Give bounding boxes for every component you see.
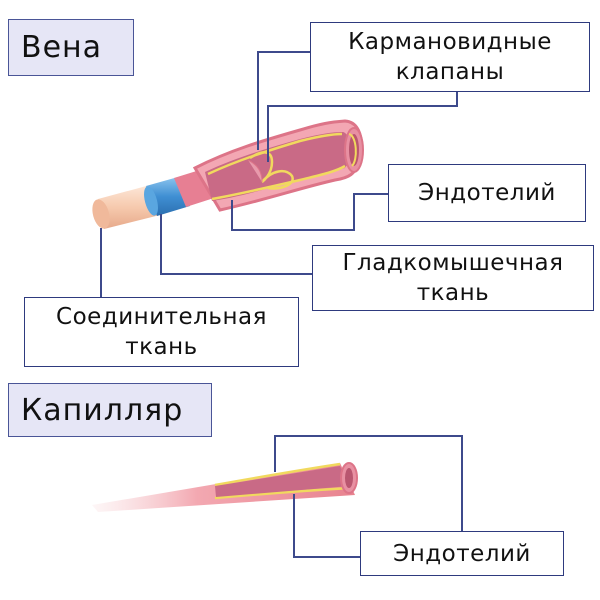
line-smooth-muscle (160, 214, 312, 275)
line-cap-endothelium-2 (293, 494, 360, 558)
vein-title-box: Вена (8, 19, 134, 76)
line-cap-endothelium-1 (274, 435, 463, 532)
label-smooth-muscle: Гладкомышечная ткань (312, 245, 594, 311)
line-valves-1 (257, 51, 310, 150)
vein-title: Вена (21, 30, 103, 65)
label-smooth-muscle-line1: Гладкомышечная (342, 250, 564, 276)
line-endothelium (231, 193, 388, 231)
vein-illustration (92, 119, 364, 229)
label-connective-line1: Соединительная (56, 304, 267, 330)
label-pocket-valves-line2: клапаны (395, 59, 505, 85)
line-valves-2 (267, 92, 458, 162)
capillary-title: Капилляр (21, 392, 184, 428)
label-pocket-valves-line1: Кармановидные (348, 29, 552, 55)
capillary-title-box: Капилляр (8, 383, 212, 437)
label-endothelium-text: Эндотелий (418, 180, 556, 206)
capillary-illustration (92, 462, 358, 512)
label-capillary-endothelium: Эндотелий (360, 531, 564, 576)
label-pocket-valves: Кармановидные клапаны (310, 22, 590, 92)
label-connective-tissue: Соединительная ткань (24, 297, 299, 367)
label-capillary-endothelium-text: Эндотелий (393, 540, 531, 567)
label-connective-line2: ткань (125, 334, 198, 360)
connector-lines (100, 51, 463, 558)
vein-cutaway (192, 119, 364, 212)
pocket-valves (247, 151, 294, 190)
label-endothelium: Эндотелий (388, 164, 586, 222)
label-smooth-muscle-line2: ткань (416, 280, 490, 306)
